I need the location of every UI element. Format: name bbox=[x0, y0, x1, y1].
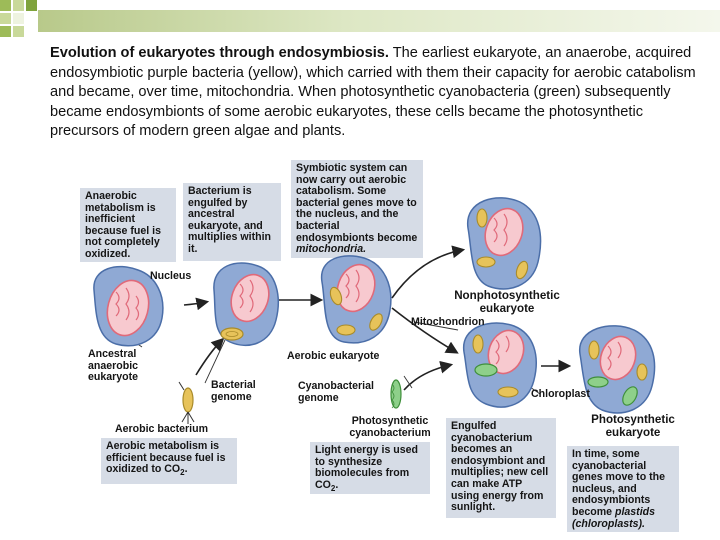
cell-photosynthetic bbox=[579, 325, 656, 414]
label-ancestral: Ancestral anaerobic eukaryote bbox=[88, 348, 139, 384]
cell-aerobic-eukaryote bbox=[320, 255, 392, 344]
decor-square bbox=[13, 13, 24, 24]
note-engulfed: Bacterium is engulfed by ancestral eukar… bbox=[183, 183, 281, 261]
decor-square bbox=[0, 0, 11, 11]
arrow-to-cyano-engulf bbox=[391, 307, 459, 354]
label-photosynthetic: Photosynthetic eukaryote bbox=[591, 413, 675, 439]
label-aerobic-eukaryote: Aerobic eukaryote bbox=[287, 350, 380, 362]
cell-ancestral bbox=[93, 265, 164, 347]
note-engulfed-text: Bacterium is engulfed by ancestral eukar… bbox=[188, 185, 271, 255]
note-aerobic-text: Aerobic metabolism is efficient because … bbox=[106, 440, 226, 476]
arrow-to-aerobic bbox=[183, 297, 210, 311]
decor-square bbox=[0, 26, 11, 37]
note-aerobic-sub: 2 bbox=[180, 468, 185, 478]
arrow-to-nonphoto bbox=[391, 245, 466, 299]
note-aerobic-efficient: Aerobic metabolism is efficient because … bbox=[101, 438, 237, 484]
label-mitochondrion: Mitochondrion bbox=[411, 316, 485, 328]
label-nucleus: Nucleus bbox=[150, 270, 192, 282]
note-time-text: In time, some cyanobacterial genes move … bbox=[572, 448, 666, 518]
note-light-tail: . bbox=[335, 478, 339, 491]
decor-square bbox=[0, 13, 11, 24]
arrows bbox=[183, 245, 572, 391]
note-anaerobic: Anaerobic metabolism is inefficient beca… bbox=[80, 188, 176, 262]
decor-square bbox=[13, 26, 24, 37]
label-bacterial-genome: Bacterial genome bbox=[211, 379, 256, 403]
cell-nonphotosynthetic bbox=[467, 197, 542, 290]
note-cyano-engulfed: Engulfed cyanobacterium becomes an endos… bbox=[446, 418, 556, 518]
label-cyano-genome: Cyanobacterial genome bbox=[298, 380, 374, 404]
cell-engulfed bbox=[213, 262, 279, 346]
cell-aerobic-bacterium bbox=[178, 381, 195, 424]
note-cyano-engulfed-text: Engulfed cyanobacterium becomes an endos… bbox=[451, 420, 549, 514]
label-nonphotosynthetic: Nonphotosynthetic eukaryote bbox=[454, 289, 560, 315]
note-symbiotic-text: Symbiotic system can now carry out aerob… bbox=[296, 162, 418, 244]
note-aerobic-tail: . bbox=[184, 463, 188, 476]
note-time-emphasis: plastids (chloroplasts). bbox=[572, 505, 656, 530]
label-chloroplast: Chloroplast bbox=[531, 388, 590, 400]
header-bar bbox=[38, 10, 720, 32]
note-time: In time, some cyanobacterial genes move … bbox=[567, 446, 679, 532]
note-light-text: Light energy is used to synthesize biomo… bbox=[315, 444, 419, 491]
note-symbiotic: Symbiotic system can now carry out aerob… bbox=[291, 160, 423, 258]
figure-caption: Evolution of eukaryotes through endosymb… bbox=[50, 44, 700, 142]
note-symbiotic-emphasis: mitochondria. bbox=[296, 243, 367, 256]
cell-photo-cyanobacterium bbox=[390, 379, 402, 409]
note-anaerobic-text: Anaerobic metabolism is inefficient beca… bbox=[85, 190, 161, 260]
decor-square bbox=[26, 0, 37, 11]
note-light: Light energy is used to synthesize biomo… bbox=[310, 442, 430, 494]
cell-cyano-engulfed bbox=[463, 322, 537, 408]
arrow-bacterium-up bbox=[195, 337, 225, 376]
decor-square bbox=[13, 0, 24, 11]
caption-title: Evolution of eukaryotes through endosymb… bbox=[50, 45, 389, 61]
note-light-sub: 2 bbox=[330, 483, 336, 493]
arrow-cyano-up bbox=[403, 360, 454, 391]
label-photo-cyanobacterium: Photosynthetic cyanobacterium bbox=[349, 415, 431, 439]
label-aerobic-bacterium: Aerobic bacterium bbox=[115, 423, 209, 435]
caption-body: The earliest eukaryote, an anaerobe, acq… bbox=[50, 45, 696, 139]
